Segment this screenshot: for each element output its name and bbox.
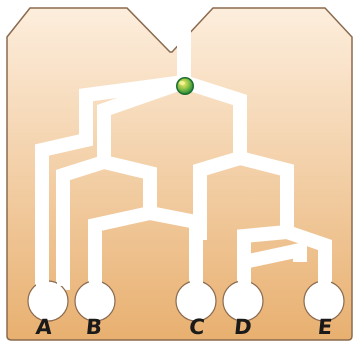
path-left-inner bbox=[88, 75, 187, 295]
path-left-outer bbox=[35, 75, 185, 295]
bin-label-c: C bbox=[188, 315, 206, 339]
bin-label-a: A bbox=[34, 315, 54, 339]
path-mid-to-A bbox=[56, 155, 107, 290]
maze-paths bbox=[35, 4, 332, 295]
path-d-e-link bbox=[242, 241, 307, 269]
bin-label-e: E bbox=[316, 315, 334, 339]
bins bbox=[27, 280, 345, 322]
green-ball-icon[interactable] bbox=[176, 77, 194, 95]
bin-label-d: D bbox=[233, 315, 253, 339]
bin-label-b: B bbox=[84, 315, 104, 339]
